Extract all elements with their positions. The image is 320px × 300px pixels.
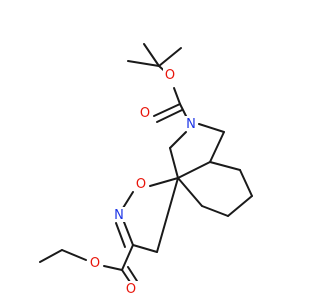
bond-ester-double-2 [127, 266, 138, 282]
bond-ch2-c [132, 244, 158, 253]
bond-ch2-ch3 [39, 249, 63, 263]
bond-tbu-2 [127, 60, 160, 67]
bond-ch2-spiro [169, 147, 179, 179]
bond-spiro-bridgehead-top [177, 161, 211, 179]
bond-c-n-double [115, 222, 126, 248]
isoxazoline-ring [115, 177, 179, 253]
label-bg-n-amine [185, 116, 198, 131]
bond-cyclohexane-2 [239, 169, 253, 197]
bond-c-ester-carbon [121, 244, 134, 271]
bond-ch2-bridgehead-top [209, 131, 225, 163]
atom-o-ester-ethyl: O [90, 256, 100, 271]
boc-carbamate [153, 87, 188, 123]
atom-labels: O O N O N O O [88, 67, 198, 297]
atom-n-isoxazoline: N [114, 208, 124, 223]
bond-cyclohexane-1 [209, 161, 241, 171]
label-bg-o-isoxazoline [134, 176, 147, 191]
bond-cyclohexane-3 [227, 195, 253, 217]
molecule-structure: O O N O N O O [39, 43, 253, 297]
atom-o-ester-boc: O [165, 68, 175, 83]
bond-bridgehead-spiro [177, 177, 203, 207]
bond-ch2-spiro-isox [156, 177, 179, 253]
atom-o-isoxazoline: O [136, 177, 146, 192]
atom-n-amine: N [186, 117, 196, 132]
bond-o-ccarbonyl [173, 87, 181, 105]
bond-carbonyl-double [156, 109, 183, 123]
label-bg-o-ester-boc [163, 67, 176, 82]
atom-o-carbonyl-boc: O [140, 106, 150, 121]
bond-ester-single [103, 265, 123, 271]
label-bg-o-carbonyl-ethyl [125, 281, 138, 296]
bond-tbu-3 [158, 47, 182, 67]
bond-spiro-o [149, 177, 179, 187]
bond-carbonyl-n [179, 103, 188, 119]
bond-o-ch2 [61, 249, 87, 261]
bond-carbonyl-single [153, 103, 181, 117]
azabicyclic-ring [169, 123, 253, 217]
label-bg-o-carbonyl-boc [138, 105, 151, 120]
bond-tbu-1 [143, 43, 160, 67]
bond-n-ch2-right [198, 123, 225, 133]
atom-o-carbonyl-ethyl: O [126, 282, 136, 297]
bond-c-n-single [123, 221, 134, 246]
label-bg-n-isoxazoline [113, 207, 126, 222]
bond-o-n [122, 191, 134, 209]
label-bg-o-ester-ethyl [88, 255, 101, 270]
bond-cyclohexane-4 [201, 205, 229, 217]
bond-n-ch2-left [169, 131, 187, 149]
